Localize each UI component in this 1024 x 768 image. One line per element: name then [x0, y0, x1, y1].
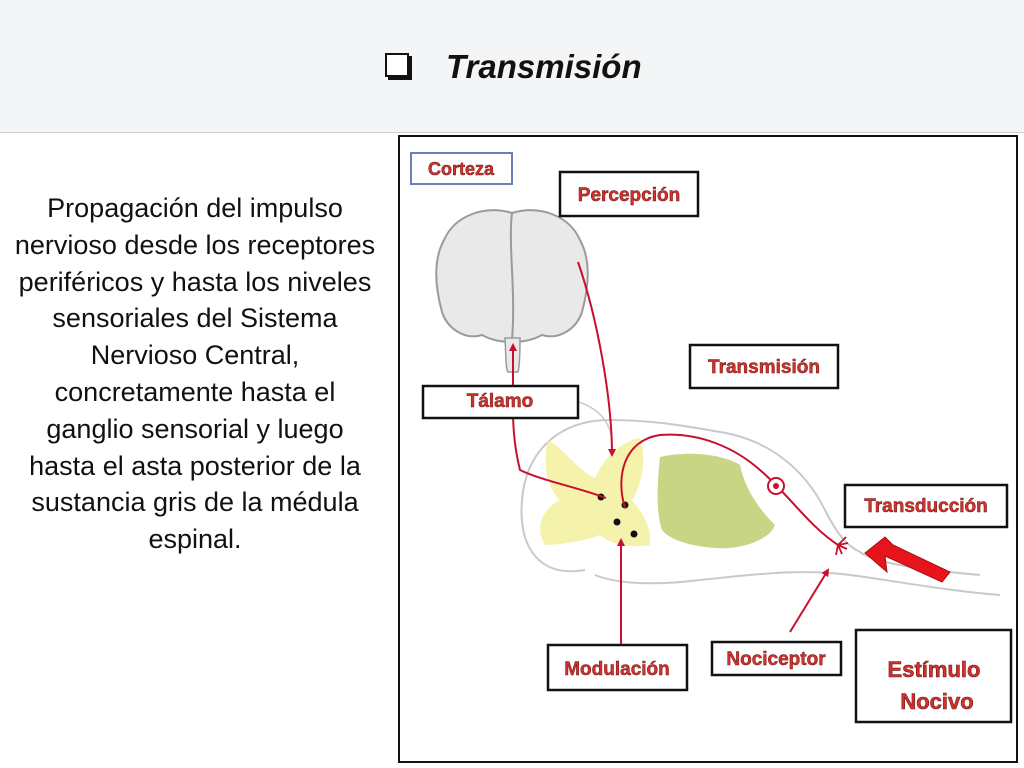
transduccion-box [843, 483, 1009, 529]
corteza-label: Corteza [428, 159, 495, 179]
modulacion-label: Modulación [564, 659, 670, 680]
neuron-dot [613, 518, 621, 526]
modulacion-box [546, 643, 689, 692]
talamo-box [421, 384, 580, 420]
brain-fissure [509, 212, 515, 341]
perception-descending-arrow [577, 261, 616, 457]
receptor-ending-icon [835, 536, 849, 556]
description-text: Propagación del impulso nervioso desde l… [14, 193, 376, 555]
checkbox-bullet-icon [385, 53, 409, 77]
slide-title: Transmisión [446, 48, 642, 85]
transmision-box [688, 343, 840, 390]
ascending-pathway [512, 409, 607, 499]
ganglion-core [773, 483, 779, 489]
percepcion-label: Percepción [578, 185, 680, 206]
nociceptor-label: Nociceptor [726, 649, 826, 670]
afferent-fiber [620, 433, 839, 546]
spinal-root-outline [594, 571, 1001, 596]
spinal-cord-outline [520, 418, 981, 576]
nociceptor-box [710, 640, 843, 677]
percepcion-box [558, 170, 700, 218]
transmision-label: Transmisión [708, 357, 820, 378]
gray-matter [540, 438, 651, 547]
estimulo-box [854, 628, 1013, 724]
pain-pathway-diagram: Corteza Percepción Transmisión Tálamo Tr… [398, 135, 1018, 763]
estimulo-label-line1: Estímulo [888, 657, 981, 682]
slide-header: Transmisión [0, 0, 1024, 133]
white-matter [657, 453, 775, 549]
stimulus-arrow-icon [864, 536, 951, 583]
transduccion-label: Transducción [864, 496, 988, 517]
estimulo-label-line2: Nocivo [900, 689, 973, 714]
nociceptor-arrow [789, 568, 830, 633]
neuron-dot [630, 530, 638, 538]
corteza-box [410, 152, 513, 185]
talamo-label: Tálamo [467, 391, 534, 412]
